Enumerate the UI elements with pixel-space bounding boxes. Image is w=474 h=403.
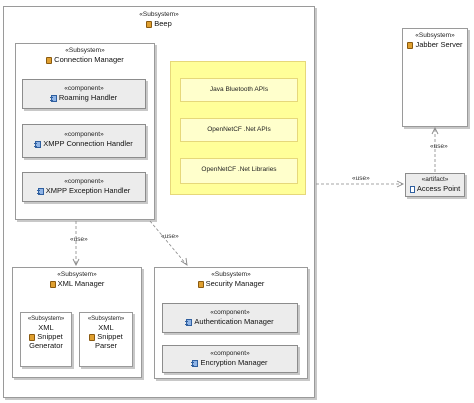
- xmpp-exception-handler-component[interactable]: «component» XMPP Exception Handler: [22, 172, 146, 202]
- security-manager-title: Security Manager: [155, 279, 307, 288]
- access-point-name: Access Point: [416, 184, 461, 193]
- access-point-stereotype: «artifact»: [421, 176, 449, 183]
- xml-snippet-generator-stereotype: «Subsystem»: [27, 316, 65, 322]
- beep-name: Beep: [154, 19, 172, 28]
- component-icon: [191, 359, 199, 367]
- xml-snippet-parser-subsystem[interactable]: «Subsystem» XML Snippet Parser: [79, 312, 133, 367]
- security-manager-name: Security Manager: [205, 279, 265, 288]
- arrowhead-xml: [72, 258, 80, 267]
- xmpp-connection-handler-component[interactable]: «component» XMPP Connection Handler: [22, 124, 146, 158]
- use-label-xml: «use»: [70, 236, 88, 243]
- use-label-security: «use»: [161, 233, 179, 240]
- xmpp-connection-handler-stereotype: «component»: [64, 131, 104, 138]
- security-manager-stereotype: «Subsystem»: [211, 271, 251, 278]
- authentication-manager-name: Authentication Manager: [194, 317, 274, 326]
- connection-manager-stereotype: «Subsystem»: [65, 47, 105, 54]
- subsystem-icon: [89, 333, 96, 341]
- roaming-handler-stereotype: «component»: [64, 85, 104, 92]
- arrowhead-security: [180, 257, 188, 266]
- xml-snippet-generator-line3: Generator: [29, 341, 63, 350]
- roaming-handler-title: Roaming Handler: [23, 93, 145, 102]
- encryption-manager-stereotype: «component»: [210, 350, 250, 357]
- jabber-server-subsystem[interactable]: «Subsystem» Jabber Server: [402, 28, 468, 127]
- xmpp-exception-handler-name: XMPP Exception Handler: [45, 186, 131, 195]
- xml-snippet-parser-line2-row: Snippet: [80, 332, 132, 341]
- authentication-manager-stereotype: «component»: [210, 309, 250, 316]
- subsystem-icon: [46, 56, 53, 64]
- component-icon: [49, 94, 57, 102]
- beep-stereotype: «Subsystem»: [139, 11, 179, 18]
- component-icon: [36, 187, 44, 195]
- subsystem-icon: [407, 41, 414, 49]
- authentication-manager-component[interactable]: «component» Authentication Manager: [162, 303, 298, 333]
- subsystem-icon: [197, 280, 204, 288]
- encryption-manager-name: Encryption Manager: [200, 358, 268, 367]
- subsystem-icon: [146, 20, 153, 28]
- access-point-artifact[interactable]: «artifact» Access Point: [405, 173, 465, 197]
- xml-snippet-generator-line2: Snippet: [37, 332, 63, 341]
- jabber-server-title: Jabber Server: [403, 40, 467, 49]
- xmpp-connection-handler-title: XMPP Connection Handler: [23, 139, 145, 148]
- roaming-handler-component[interactable]: «component» Roaming Handler: [22, 79, 146, 109]
- encryption-manager-component[interactable]: «component» Encryption Manager: [162, 345, 298, 373]
- xml-snippet-generator-subsystem[interactable]: «Subsystem» XML Snippet Generator: [20, 312, 72, 367]
- beep-title: Beep: [4, 19, 314, 28]
- xml-snippet-parser-line2: Snippet: [97, 332, 123, 341]
- xmpp-connection-handler-name: XMPP Connection Handler: [43, 139, 133, 148]
- connection-manager-name: Connection Manager: [54, 55, 124, 64]
- xml-manager-title: XML Manager: [13, 279, 141, 288]
- subsystem-icon: [49, 280, 56, 288]
- xmpp-exception-handler-title: XMPP Exception Handler: [23, 186, 145, 195]
- xmpp-exception-handler-stereotype: «component»: [64, 178, 104, 185]
- subsystem-icon: [29, 333, 36, 341]
- xml-manager-name: XML Manager: [57, 279, 105, 288]
- connector-cm-to-security: [149, 220, 187, 265]
- connection-manager-title: Connection Manager: [16, 55, 154, 64]
- jabber-server-stereotype: «Subsystem»: [415, 32, 455, 39]
- component-icon: [34, 140, 42, 148]
- xml-manager-stereotype: «Subsystem»: [57, 271, 97, 278]
- xml-snippet-generator-line2-row: Snippet: [21, 332, 71, 341]
- library-opennetcf-net-libraries[interactable]: OpenNetCF .Net Libraries: [180, 158, 298, 184]
- access-point-title: Access Point: [406, 184, 464, 193]
- library-opennetcf-net-apis[interactable]: OpenNetCF .Net APIs: [180, 118, 298, 142]
- xml-snippet-parser-line3: Parser: [94, 341, 118, 350]
- artifact-icon: [409, 185, 415, 193]
- jabber-server-name: Jabber Server: [415, 40, 463, 49]
- xml-snippet-generator-line1: XML: [38, 323, 54, 332]
- component-icon: [185, 318, 193, 326]
- use-label-access-point: «use»: [352, 175, 370, 182]
- roaming-handler-name: Roaming Handler: [58, 93, 118, 102]
- library-java-bluetooth-apis[interactable]: Java Bluetooth APIs: [180, 78, 298, 102]
- xml-snippet-parser-stereotype: «Subsystem»: [87, 316, 125, 322]
- use-label-jabber: «use»: [430, 143, 448, 150]
- arrowhead-jabber: [431, 126, 439, 135]
- encryption-manager-title: Encryption Manager: [163, 358, 297, 367]
- arrowhead-access-point: [396, 180, 405, 188]
- authentication-manager-title: Authentication Manager: [163, 317, 297, 326]
- xml-snippet-parser-line1: XML: [98, 323, 114, 332]
